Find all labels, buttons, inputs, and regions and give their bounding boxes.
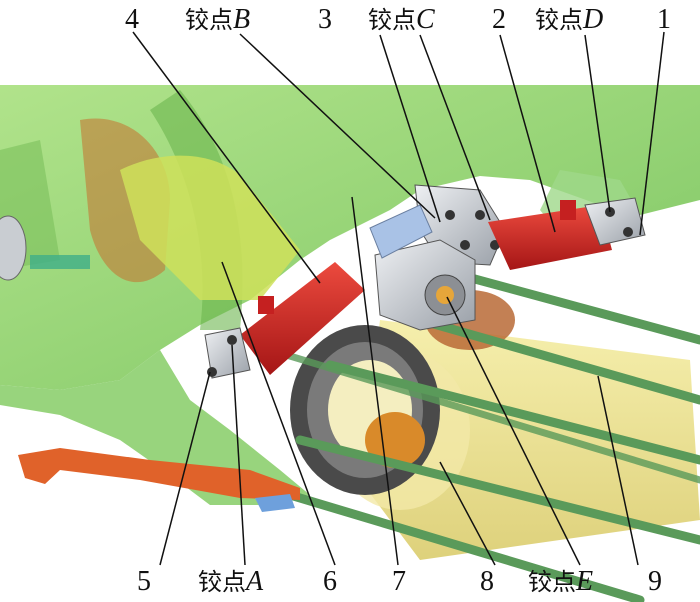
label-hinge-e-prefix: 铰点	[528, 568, 576, 596]
label-hinge-d-letter: D	[583, 4, 604, 35]
lever-arm	[18, 448, 300, 500]
label-8: 8	[480, 566, 494, 597]
label-1: 1	[657, 4, 671, 35]
label-hinge-e-letter: E	[576, 566, 594, 597]
label-hinge-e: 铰点E	[528, 568, 593, 596]
label-3: 3	[318, 4, 332, 35]
blue-part	[255, 494, 295, 512]
label-6: 6	[323, 566, 337, 597]
label-hinge-d: 铰点D	[535, 6, 603, 34]
label-hinge-c-letter: C	[416, 4, 435, 35]
label-hinge-a-letter: A	[246, 566, 264, 597]
tie-rods	[235, 270, 700, 602]
label-hinge-d-prefix: 铰点	[535, 6, 583, 34]
label-hinge-c-prefix: 铰点	[368, 6, 416, 34]
label-hinge-a: 铰点A	[198, 568, 263, 596]
label-5: 5	[137, 566, 151, 597]
label-hinge-a-prefix: 铰点	[198, 568, 246, 596]
hydraulic-cylinder-lower	[204, 262, 365, 379]
hydraulic-cylinder-upper	[488, 197, 646, 270]
leader-lines	[132, 31, 665, 566]
bracket-assembly	[369, 184, 506, 331]
label-2: 2	[492, 4, 506, 35]
label-4: 4	[125, 4, 139, 35]
label-hinge-c: 铰点C	[368, 6, 435, 34]
label-hinge-b-prefix: 铰点	[185, 6, 233, 34]
label-hinge-b: 铰点B	[185, 6, 250, 34]
label-9: 9	[648, 566, 662, 597]
label-7: 7	[392, 566, 406, 597]
label-hinge-b-letter: B	[233, 4, 251, 35]
